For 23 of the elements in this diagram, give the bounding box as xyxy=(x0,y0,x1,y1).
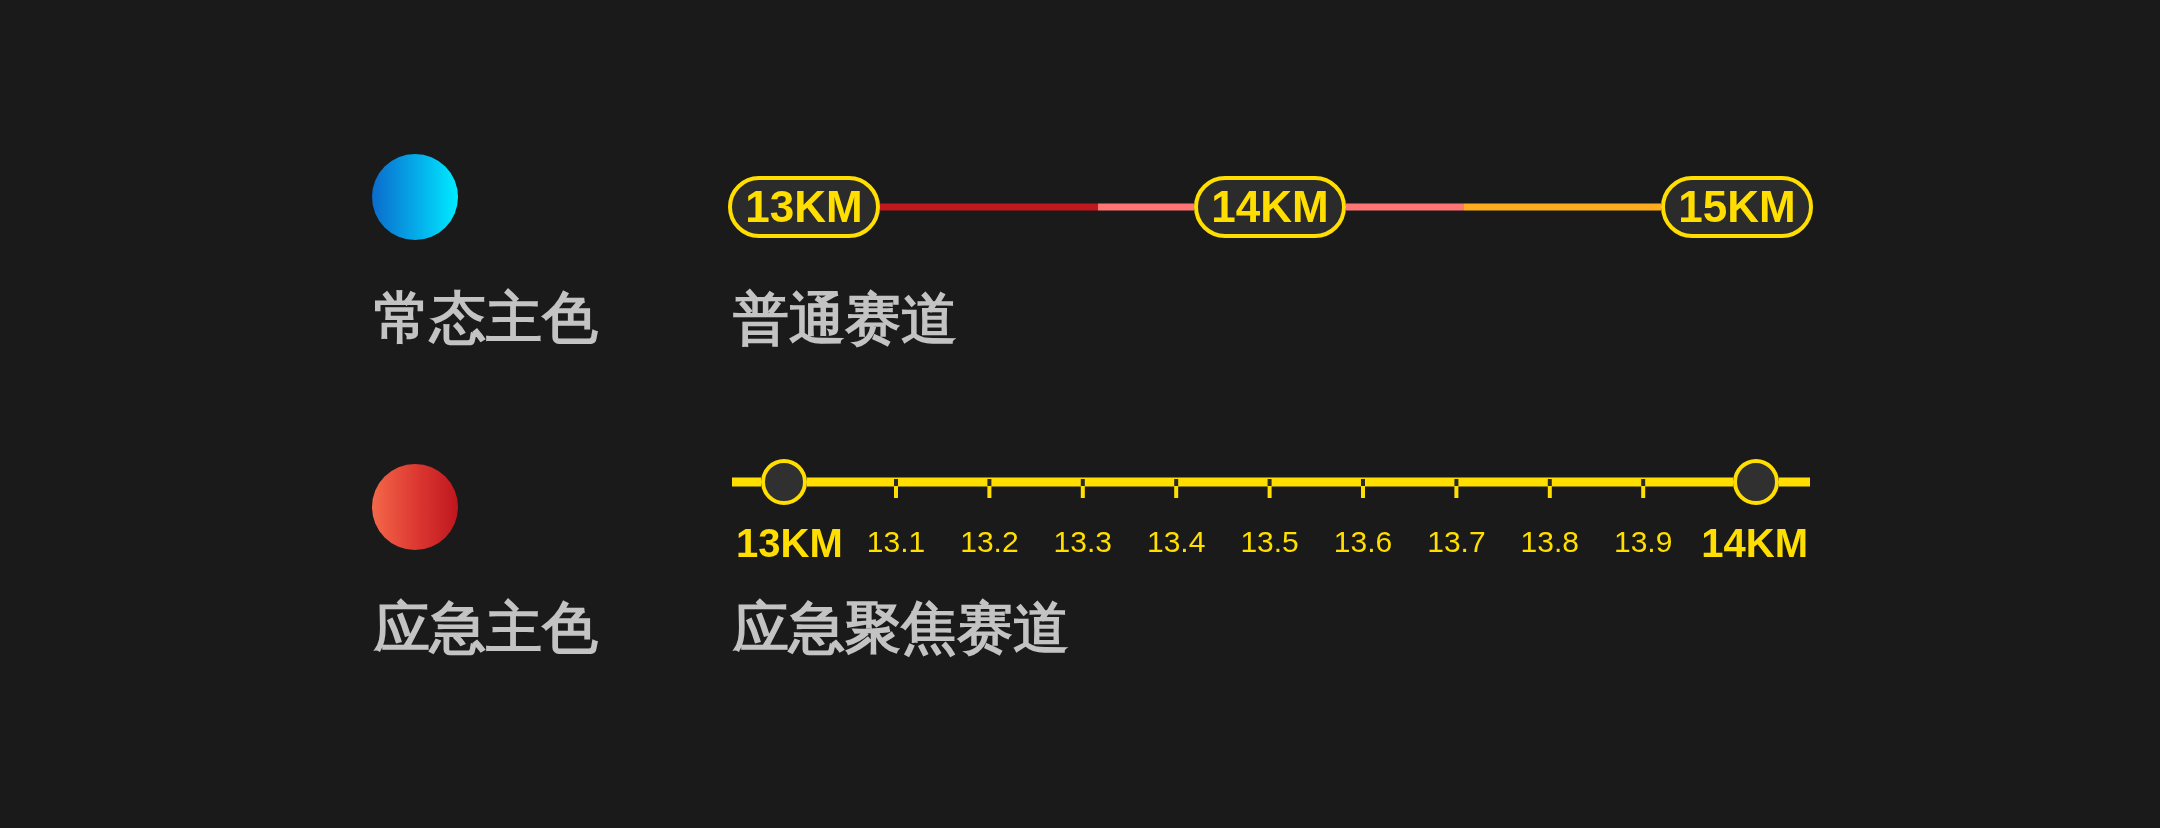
legend-text: 应急主色 xyxy=(374,597,598,659)
track-caption: 应急聚焦赛道 xyxy=(733,597,1069,659)
tick-label: 13.8 xyxy=(1520,525,1579,558)
circle-marker xyxy=(761,459,807,505)
track-segment xyxy=(1346,203,1661,211)
legend-text: 常态主色 xyxy=(374,287,598,349)
tick-label: 13.3 xyxy=(1053,525,1112,558)
tick-label: 13.4 xyxy=(1147,525,1206,558)
tick-label: 13.7 xyxy=(1427,525,1486,558)
distance-label: 13KM xyxy=(736,521,843,565)
distance-label: 14KM xyxy=(1701,521,1808,565)
tick-label: 13.2 xyxy=(960,525,1019,558)
track-segment xyxy=(880,203,1194,211)
track-caption: 普通赛道 xyxy=(733,288,957,350)
track-segment xyxy=(807,477,1733,487)
tick-label: 13.1 xyxy=(866,525,926,558)
distance-pill: 14KM xyxy=(1194,176,1346,238)
distance-pill: 15KM xyxy=(1661,176,1813,238)
distance-pill: 13KM xyxy=(728,176,880,238)
tick-label: 13.5 xyxy=(1240,525,1299,558)
tick-label: 13.6 xyxy=(1333,525,1393,558)
tick-label: 13.9 xyxy=(1614,525,1673,558)
circle-marker xyxy=(1733,459,1779,505)
